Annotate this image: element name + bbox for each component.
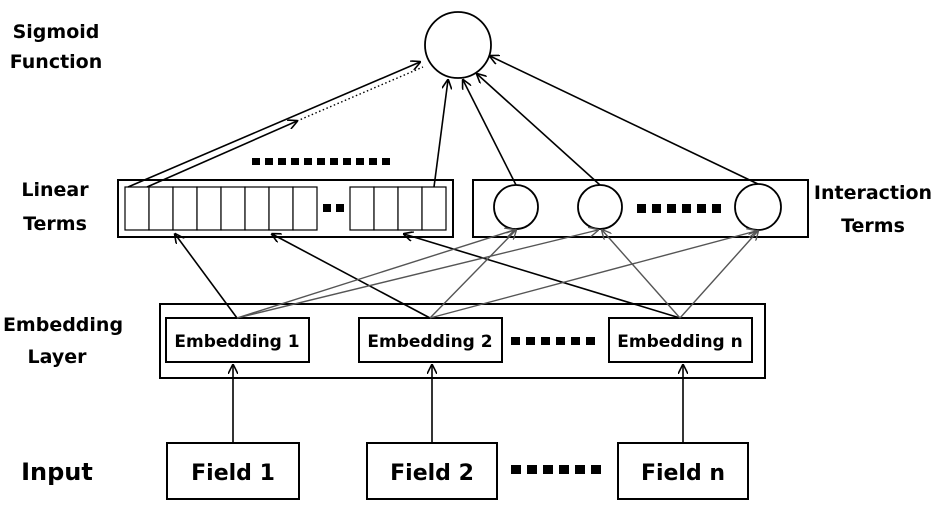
embedding-label-n: Embedding n	[617, 332, 742, 352]
field-label-1: Field 1	[191, 461, 275, 486]
input-label: Input	[21, 458, 93, 486]
linear-cell	[349, 186, 375, 231]
arrow-linear-to-sigmoid-2	[146, 121, 297, 188]
embedding-ellipsis	[511, 337, 595, 345]
field-ellipsis	[511, 465, 601, 474]
linear-ellipsis	[323, 204, 344, 212]
arrow-linear-to-sigmoid-1	[127, 62, 420, 188]
sigmoid-label-line2: Function	[10, 51, 103, 73]
embedding-box-n	[608, 317, 753, 363]
arrow-embedding2-to-linear	[272, 234, 431, 319]
linear-cell	[172, 186, 198, 231]
interaction-terms-label-line1: Interaction	[814, 182, 932, 204]
field-label-2: Field 2	[390, 461, 474, 486]
arrow-embedding1-to-linear	[175, 234, 238, 319]
sigmoid-label-line1: Sigmoid	[13, 21, 100, 43]
arrow-embedding1-to-interaction1	[236, 230, 514, 319]
arrow-interaction2-to-sigmoid	[477, 74, 601, 186]
interaction-terms-label-line2: Terms	[841, 215, 905, 237]
linear-terms-label-line2: Terms	[23, 213, 87, 235]
linear-cell	[124, 186, 150, 231]
interaction-node-1	[493, 184, 539, 230]
linear-terms-label-line1: Linear	[21, 179, 89, 201]
linear-cells-group-n	[349, 186, 447, 231]
embedding-box-1	[165, 317, 310, 363]
embedding-label-1: Embedding 1	[174, 332, 299, 352]
sigmoid-node	[424, 11, 492, 79]
linear-cell	[196, 186, 222, 231]
arrow-interaction1-to-sigmoid	[463, 80, 517, 186]
arrow-interactionn-to-sigmoid	[490, 56, 759, 185]
interaction-ellipsis	[637, 204, 721, 213]
arrow-embeddingn-to-interaction2	[602, 230, 681, 319]
linear-cell	[421, 186, 447, 231]
field-box-n	[617, 442, 749, 500]
embedding-layer-label-line2: Layer	[28, 346, 88, 368]
arrow-embedding1-to-interaction2	[236, 230, 598, 319]
linear-cell	[268, 186, 294, 231]
dotted-linear-to-sigmoid	[296, 66, 424, 122]
interaction-node-2	[577, 184, 623, 230]
interaction-node-n	[734, 183, 782, 231]
linear-cells-group-2	[220, 186, 318, 231]
arrow-embeddingn-to-linear	[404, 234, 681, 319]
linear-cell	[292, 186, 318, 231]
linear-cell	[397, 186, 423, 231]
arrow-embeddingn-to-interactionn	[679, 231, 758, 319]
linear-top-ellipsis	[252, 158, 390, 165]
embedding-label-2: Embedding 2	[367, 332, 492, 352]
embedding-layer-label-line1: Embedding	[3, 314, 123, 336]
linear-cell	[148, 186, 174, 231]
linear-cell	[244, 186, 270, 231]
arrow-embedding2-to-interactionn	[429, 231, 756, 319]
embedding-box-2	[358, 317, 503, 363]
arrow-embedding2-to-interaction1	[429, 230, 516, 319]
linear-cell	[220, 186, 246, 231]
field-box-1	[166, 442, 300, 500]
field-label-n: Field n	[641, 461, 725, 486]
arrow-linear-last-to-sigmoid	[433, 80, 448, 188]
linear-cells-group-1	[124, 186, 222, 231]
linear-cell	[373, 186, 399, 231]
